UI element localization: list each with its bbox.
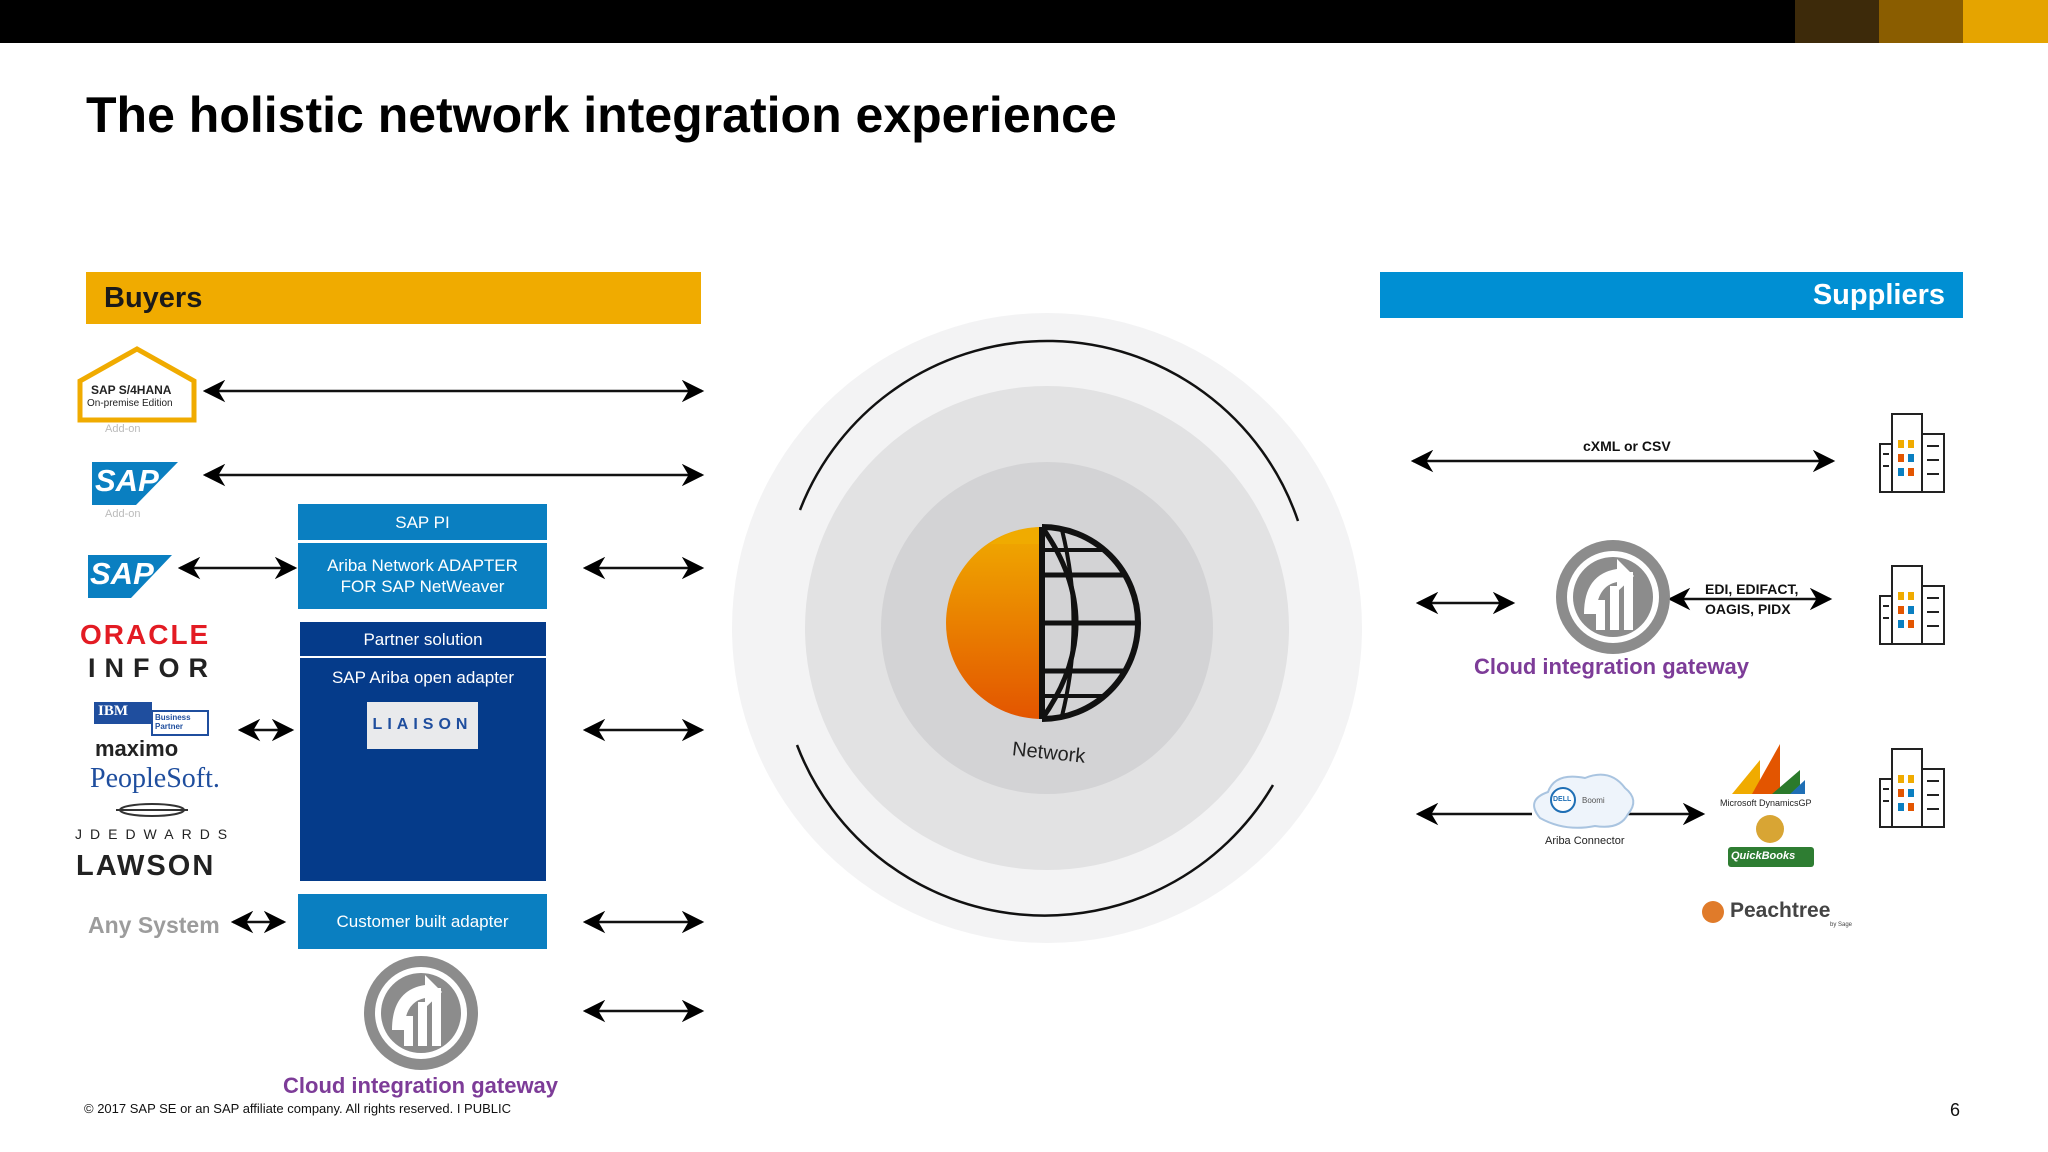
dell-logo: DELL — [1553, 796, 1572, 803]
ariba-connector-label: Ariba Connector — [1545, 835, 1625, 847]
ibm-logo — [94, 702, 209, 736]
infor-logo: INFOR — [88, 653, 217, 683]
cloud-icon — [1533, 773, 1635, 829]
ibm-badge-line2: Partner — [155, 722, 184, 731]
any-system-label: Any System — [88, 912, 220, 938]
jdedwards-logo: JDEDWARDS — [75, 826, 236, 842]
ibm-badge-line1: Business — [155, 713, 191, 722]
top-bar-accent-2 — [1879, 0, 1963, 43]
supplier-arrows — [1410, 449, 1836, 826]
sap-pi-label: SAP PI — [395, 512, 450, 532]
peachtree-label: Peachtree — [1730, 899, 1831, 922]
sap-addon-label: Add-on — [105, 508, 141, 520]
sap-pi-logo-text: SAP — [90, 556, 154, 591]
liaison-logo-text: LIAISON — [372, 716, 473, 733]
upper-orbit-arc — [798, 339, 1300, 522]
ariba-adapter-box: Ariba Network ADAPTER FOR SAP NetWeaver — [298, 543, 547, 609]
cloud-gateway-label-supplier: Cloud integration gateway — [1474, 654, 1750, 679]
suppliers-header: Suppliers — [1380, 272, 1963, 318]
cxml-label: cXML or CSV — [1583, 438, 1671, 454]
ibm-logo-text: IBM — [98, 703, 128, 719]
building-icon — [1879, 413, 1945, 493]
customer-built-adapter-box: Customer built adapter — [298, 894, 547, 949]
open-adapter-box: SAP Ariba open adapter LIAISON — [300, 658, 546, 881]
lawson-logo: LAWSON — [76, 850, 216, 882]
jdedwards-swoosh-icon — [116, 803, 188, 817]
s4hana-label-1: SAP S/4HANA — [91, 383, 172, 397]
boomi-label: Boomi — [1582, 796, 1605, 805]
buyers-header: Buyers — [86, 272, 701, 324]
top-bar-accent-1 — [1795, 0, 1879, 43]
peoplesoft-logo: PeopleSoft. — [90, 763, 220, 794]
building-icon — [1879, 748, 1945, 828]
globe-icon — [946, 524, 1141, 722]
partner-solution-box: Partner solution — [300, 622, 546, 656]
sap-logo-addon — [92, 462, 178, 505]
s4hana-addon: Add-on — [105, 423, 141, 435]
adapter-line1: Ariba Network ADAPTER — [327, 556, 518, 575]
page-number: 6 — [1950, 1100, 1961, 1120]
sage-label: by Sage — [1830, 922, 1853, 928]
partner-solution-label: Partner solution — [363, 629, 483, 649]
maximo-logo: maximo — [95, 736, 179, 761]
ms-dynamics-logo — [1732, 744, 1805, 794]
cloud-gateway-icon-supplier — [1556, 540, 1670, 654]
s4hana-label-2: On-premise Edition — [87, 398, 173, 409]
adapter-line2: FOR SAP NetWeaver — [340, 577, 505, 596]
edi-label-1: EDI, EDIFACT, — [1705, 581, 1799, 597]
top-bar — [0, 0, 2048, 43]
cloud-gateway-icon — [364, 956, 478, 1070]
top-bar-accent-3 — [1963, 0, 2048, 43]
cloud-gateway-label-buyer: Cloud integration gateway — [283, 1073, 559, 1098]
customer-built-label: Customer built adapter — [336, 912, 509, 931]
copyright: © 2017 SAP SE or an SAP affiliate compan… — [84, 1101, 512, 1116]
liaison-logo: LIAISON — [367, 702, 478, 749]
ms-dynamics-label: Microsoft DynamicsGP — [1720, 798, 1812, 808]
suppliers-label: Suppliers — [1812, 279, 1945, 311]
edi-label-2: OAGIS, PIDX — [1705, 601, 1791, 617]
sap-pi-box: SAP PI — [298, 504, 547, 540]
building-icon — [1879, 565, 1945, 645]
network-rings — [732, 313, 1362, 943]
peachtree-logo — [1702, 901, 1724, 923]
lower-orbit-arc — [795, 744, 1275, 917]
quickbooks-logo — [1728, 815, 1814, 867]
quickbooks-label: QuickBooks — [1731, 850, 1796, 862]
buyer-arrows — [177, 379, 705, 1023]
open-adapter-label: SAP Ariba open adapter — [331, 668, 515, 687]
oracle-logo: ORACLE — [80, 619, 211, 650]
page-title: The holistic network integration experie… — [86, 87, 1117, 143]
sap-logo-pi — [88, 555, 172, 598]
buyers-label: Buyers — [104, 282, 203, 314]
sap-logo-text: SAP — [95, 463, 159, 498]
